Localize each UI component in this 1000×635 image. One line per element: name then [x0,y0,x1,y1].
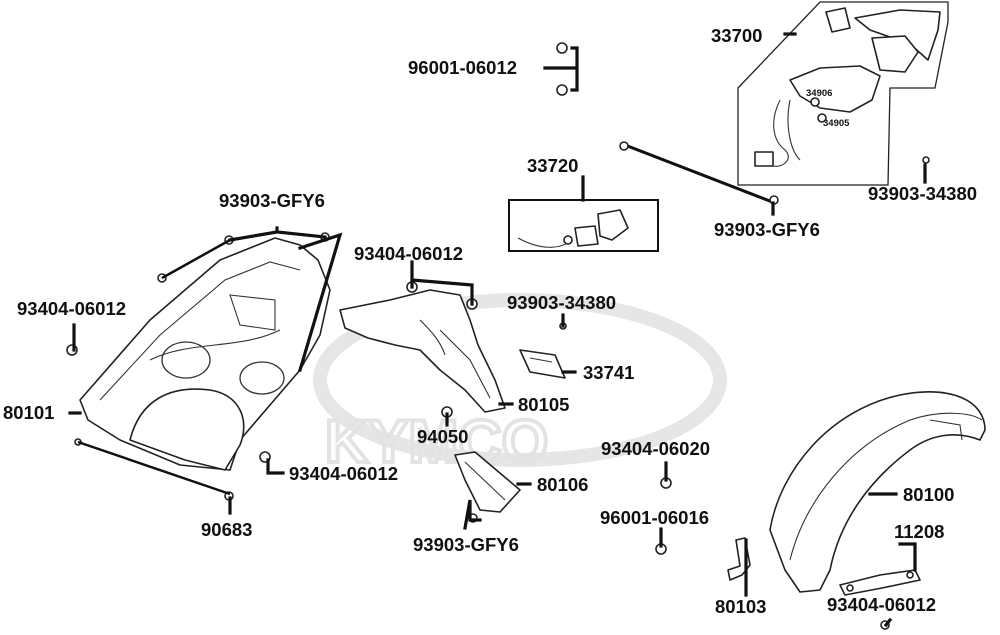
label-90683: 90683 [201,519,252,540]
label-93903-34380-right: 93903-34380 [868,183,977,204]
rear-cowling-80101 [79,237,331,471]
label-80100: 80100 [903,484,954,505]
label-96001-06012: 96001-06012 [408,57,517,78]
label-93404-06012-br: 93404-06012 [827,594,936,615]
bolts-96001-06012 [543,42,579,96]
label-33720: 33720 [527,155,578,176]
label-33741: 33741 [583,362,634,383]
label-93903-gfy6-bottom: 93903-GFY6 [413,534,519,555]
bracket-11208 [839,569,921,596]
watermark-text: KYMCO [325,408,548,475]
rear-fender-inner-80105 [339,289,506,413]
label-80103: 80103 [715,596,766,617]
reflector-plate-33741 [519,349,566,379]
label-34905: 34905 [823,118,850,129]
license-light-33720 [508,199,659,252]
label-93404-06012-bottom: 93404-06012 [289,463,398,484]
label-93404-06012-left: 93404-06012 [17,298,126,319]
label-93903-gfy6-top: 93903-GFY6 [219,190,325,211]
label-80106: 80106 [537,474,588,495]
label-34906: 34906 [806,88,832,99]
mud-flap-80106 [454,451,521,513]
label-80105: 80105 [518,394,569,415]
leader-lines [68,32,927,628]
label-11208: 11208 [894,521,944,542]
label-33700: 33700 [711,25,762,46]
label-96001-06016: 96001-06016 [600,507,709,528]
rear-fender-80100 [769,391,986,593]
label-93903-34380-mid: 93903-34380 [507,292,616,313]
part-labels: 33700 96001-06012 33720 93903-GFY6 93903… [3,25,977,617]
long-screw-93903-gfy6 [619,141,779,205]
label-93404-06020: 93404-06020 [601,438,710,459]
kymco-watermark: KYMCO [313,293,727,477]
label-80101: 80101 [3,402,54,423]
tail-light-assembly-33700 [737,1,949,186]
label-93903-gfy6-right: 93903-GFY6 [714,219,820,240]
label-93404-06012-mid: 93404-06012 [354,243,463,264]
label-94050: 94050 [417,426,468,447]
